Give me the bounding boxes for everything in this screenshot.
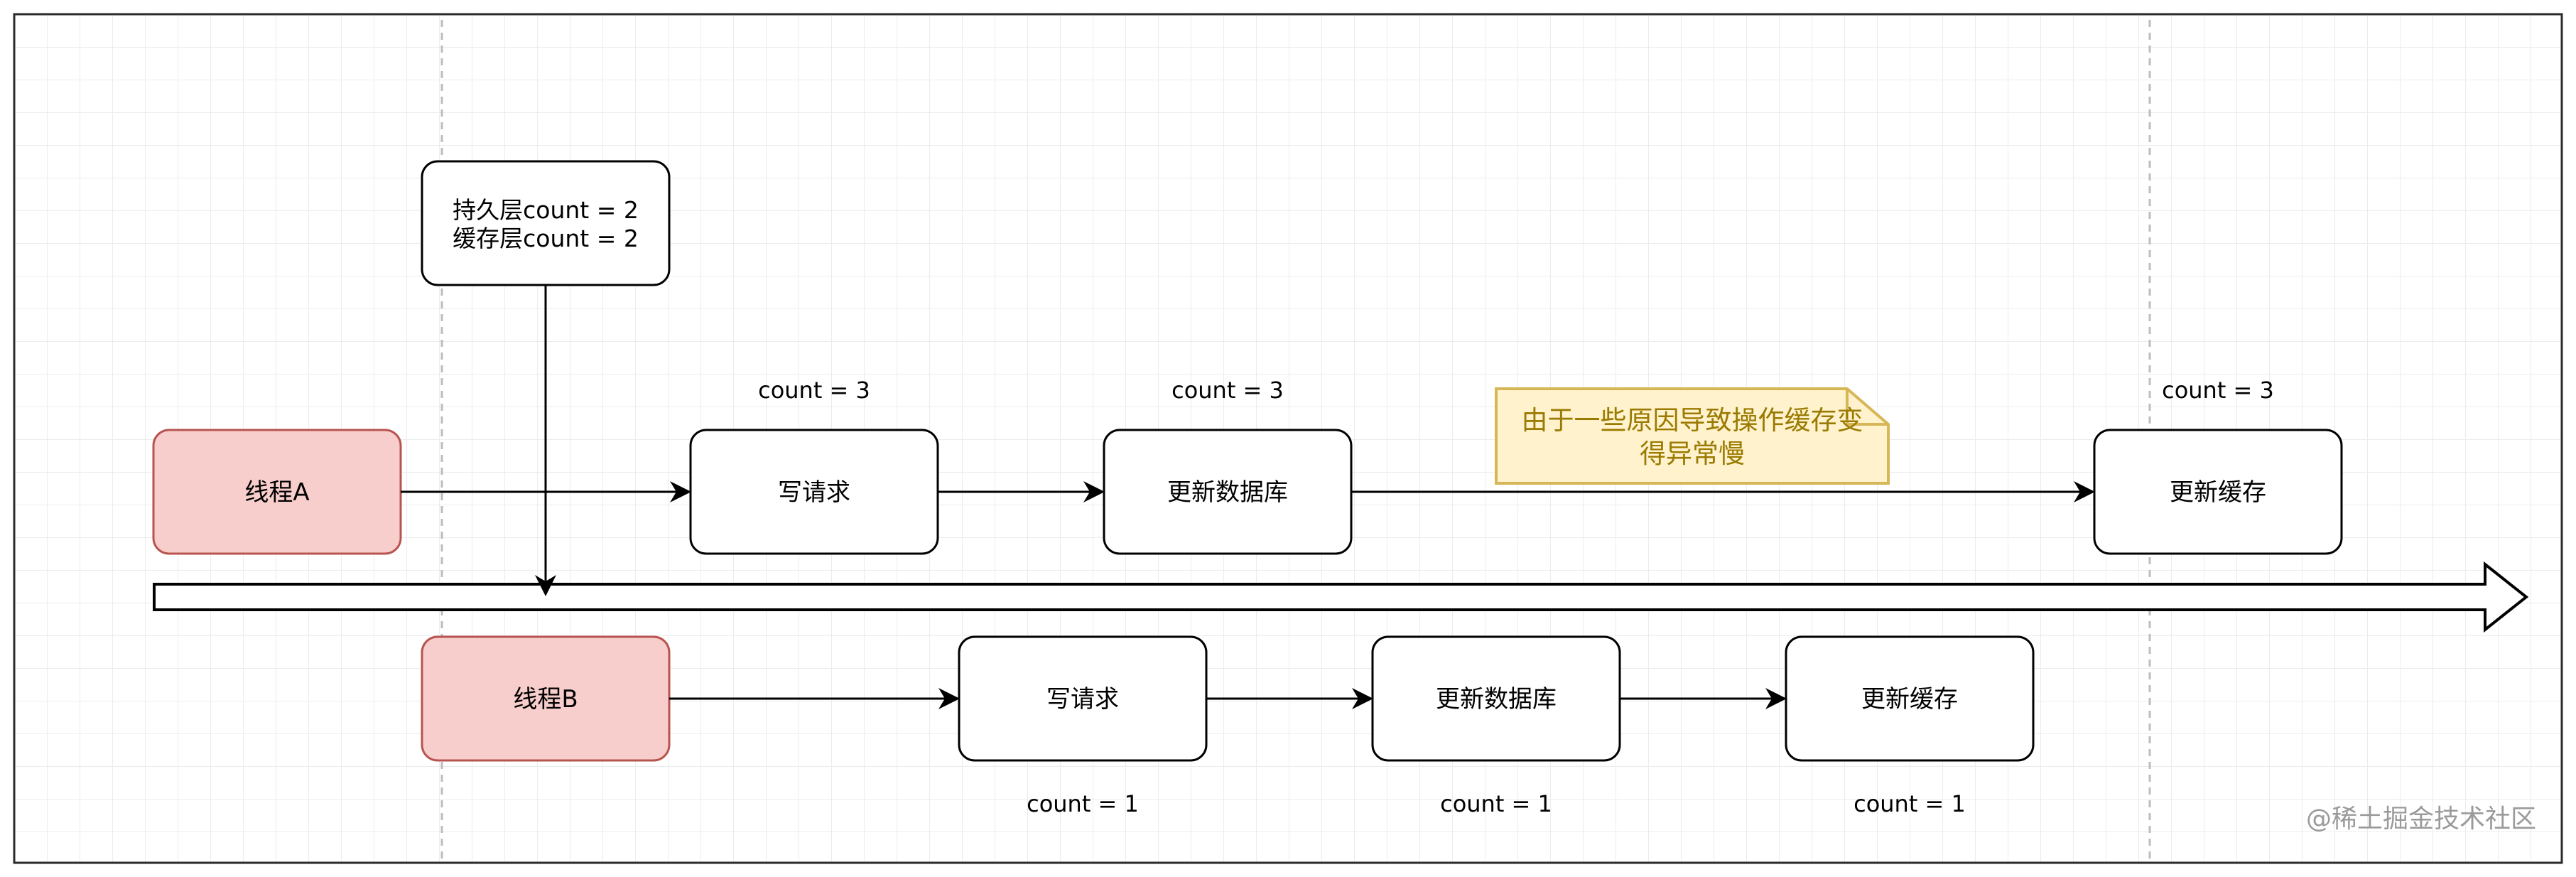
b-step-1-box[interactable]: 写请求 [958,635,1208,762]
watermark: @稀土掘金技术社区 [2306,805,2536,834]
b-step-1-count: count = 1 [1027,790,1139,817]
a-step-3-box[interactable]: 更新缓存 [2093,429,2343,555]
thread-b-box[interactable]: 线程B [421,635,671,762]
note-slow-cache[interactable]: 由于一些原因导致操作缓存变 得异常慢 [1495,387,1890,485]
a-step-2-box[interactable]: 更新数据库 [1103,429,1353,555]
b-step-3-count: count = 1 [1853,790,1966,817]
b-step-2-count: count = 1 [1440,790,1552,817]
a-step-1-box[interactable]: 写请求 [689,429,939,555]
note-line1: 由于一些原因导致操作缓存变 [1522,405,1863,436]
thread-a-box[interactable]: 线程A [152,429,402,555]
b-step-3-box[interactable]: 更新缓存 [1785,635,2035,762]
state-box-line1: 持久层count = 2 [453,196,639,224]
timeline-arrow [153,561,2529,633]
a-step-2-label: 更新数据库 [1167,478,1288,507]
note-line2: 得异常慢 [1640,439,1745,469]
a-step-2-count: count = 3 [1171,377,1284,404]
b-step-1-label: 写请求 [1046,685,1119,714]
a-step-1-count: count = 3 [758,377,870,404]
b-step-2-box[interactable]: 更新数据库 [1371,635,1621,762]
a-step-3-count: count = 3 [2162,377,2274,404]
state-box-line2: 缓存层count = 2 [453,225,639,252]
a-step-1-label: 写请求 [778,478,850,507]
b-step-3-label: 更新缓存 [1861,685,1958,714]
b-step-2-label: 更新数据库 [1436,685,1557,714]
canvas-border [13,13,2563,864]
a-step-3-label: 更新缓存 [2170,478,2266,507]
thread-b-label: 线程B [513,685,578,714]
state-box[interactable]: 持久层count = 2 缓存层count = 2 [421,160,671,286]
thread-a-label: 线程A [244,478,309,507]
